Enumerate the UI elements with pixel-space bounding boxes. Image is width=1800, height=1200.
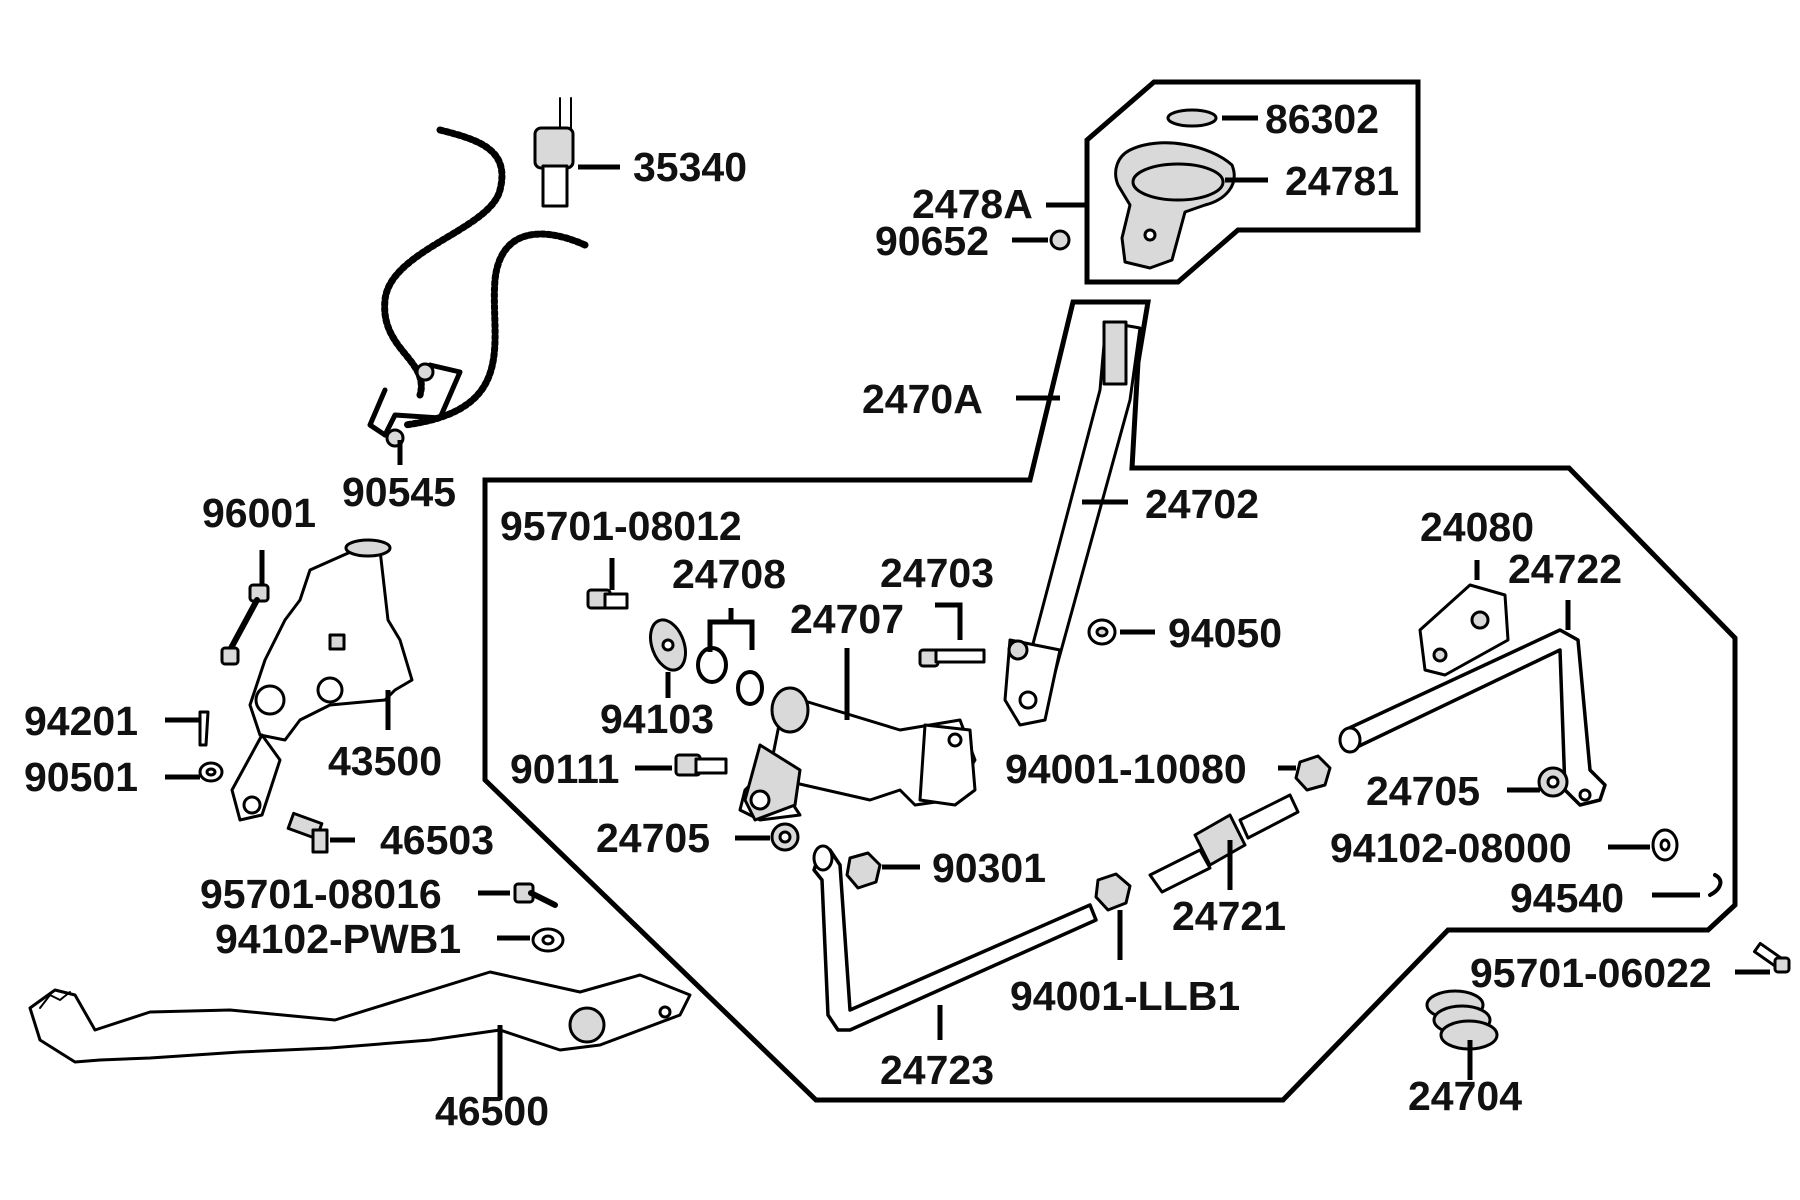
shift-housing-drawing (738, 686, 977, 822)
label-94001-LLB1: 94001-LLB1 (1010, 973, 1240, 1019)
label-24702: 24702 (1145, 481, 1259, 527)
knob-group-outline (1084, 79, 1421, 285)
label-94540: 94540 (1510, 875, 1624, 921)
label-94102-PWB1: 94102-PWB1 (215, 916, 461, 962)
bolt-95701-08012-drawing (586, 588, 629, 610)
stud-24703-drawing (918, 648, 986, 668)
shift-rod-24723-drawing (812, 844, 1098, 1032)
bolt-95701-08016-drawing (513, 882, 558, 908)
label-43500: 43500 (328, 738, 442, 784)
label-24707: 24707 (790, 596, 904, 642)
label-24703: 24703 (880, 550, 994, 596)
label-95701-06022: 95701-06022 (1470, 950, 1712, 996)
label-46503: 46503 (380, 817, 494, 863)
label-46500: 46500 (435, 1088, 549, 1134)
brake-pedal-drawing (28, 970, 692, 1064)
label-24705-right: 24705 (1366, 768, 1480, 814)
label-24080: 24080 (1420, 504, 1534, 550)
label-24705-left: 24705 (596, 815, 710, 861)
label-90545: 90545 (342, 469, 456, 515)
washer-94102-08000-drawing (1651, 828, 1679, 862)
brake-light-switch-drawing (533, 97, 575, 208)
label-94103: 94103 (600, 696, 714, 742)
label-94050: 94050 (1168, 610, 1282, 656)
adjuster-rod-drawing (1148, 793, 1300, 894)
label-95701-08016: 95701-08016 (200, 871, 442, 917)
label-24704: 24704 (1408, 1073, 1522, 1119)
spring-24704-drawing (1425, 989, 1499, 1051)
nut-94050-drawing (1087, 618, 1117, 646)
shift-rod-24722-drawing (1338, 628, 1607, 807)
washer-94102-PWB1-drawing (531, 927, 565, 953)
label-2470A: 2470A (862, 376, 983, 422)
leader-lines (165, 115, 1770, 1100)
label-35340: 35340 (633, 144, 747, 190)
part-labels: 35340 90545 96001 94201 90501 43500 4650… (24, 96, 1712, 1134)
label-96001: 96001 (202, 490, 316, 536)
label-24723: 24723 (880, 1047, 994, 1093)
cotter-pin-drawing (198, 710, 210, 747)
bolt-90111-drawing (674, 753, 728, 777)
pin-46503-drawing (286, 811, 329, 854)
nut-94001-LLB1-drawing (1094, 872, 1132, 912)
label-2478A: 2478A (912, 181, 1033, 227)
bolt-96001-drawing (220, 583, 270, 666)
label-94201: 94201 (24, 698, 138, 744)
label-94001-10080: 94001-10080 (1005, 746, 1247, 792)
emblem-drawing (1166, 108, 1218, 128)
clip-94540-drawing (1708, 873, 1723, 897)
label-24781: 24781 (1285, 158, 1399, 204)
shift-knob-drawing (1114, 141, 1236, 270)
label-95701-08012: 95701-08012 (500, 503, 742, 549)
plate-94103-drawing (649, 618, 687, 672)
bracket-24080-drawing (1418, 583, 1510, 677)
label-90652: 90652 (875, 218, 989, 264)
nut-90301-drawing (845, 851, 882, 890)
label-86302: 86302 (1265, 96, 1379, 142)
shift-lever-arm-drawing (1003, 320, 1142, 727)
bolt-95701-06022-drawing (1752, 941, 1791, 974)
screw-90652-drawing (1049, 229, 1071, 251)
label-94102-08000: 94102-08000 (1330, 825, 1572, 871)
shift-assembly-group-outline (482, 299, 1738, 1103)
label-24722: 24722 (1508, 546, 1622, 592)
master-cylinder-drawing (230, 538, 414, 822)
bushing-24705-left-drawing (770, 822, 800, 852)
washer-90501-drawing (198, 761, 224, 783)
wire-harness-drawing (367, 126, 589, 448)
label-24721: 24721 (1172, 893, 1286, 939)
nut-94001-10080-drawing (1294, 754, 1332, 792)
bushing-24705-right-drawing (1537, 766, 1569, 798)
label-90501: 90501 (24, 754, 138, 800)
label-24708: 24708 (672, 551, 786, 597)
label-90301: 90301 (932, 845, 1046, 891)
label-90111: 90111 (510, 746, 620, 792)
